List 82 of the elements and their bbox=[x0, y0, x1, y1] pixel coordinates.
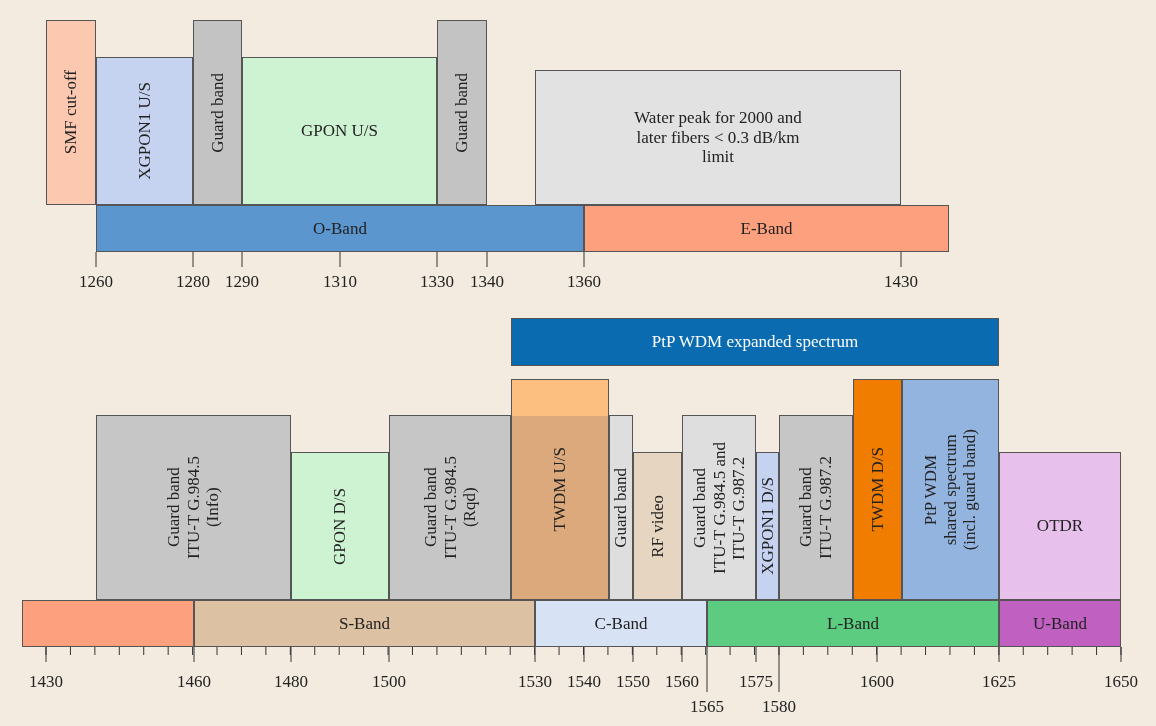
block-label: OTDR bbox=[1036, 516, 1084, 536]
tick-label: 1500 bbox=[372, 672, 406, 692]
spectrum-block bbox=[96, 415, 291, 600]
tick-label: 1530 bbox=[518, 672, 552, 692]
tick-label: 1360 bbox=[567, 272, 601, 292]
block-label: Guard band bbox=[420, 466, 441, 550]
band-name: E-Band bbox=[740, 218, 793, 239]
block-label: ITU-T G.984.5 bbox=[440, 455, 460, 560]
spectrum-block bbox=[902, 379, 999, 600]
spectrum-block bbox=[609, 415, 633, 600]
tick-label: 1540 bbox=[567, 672, 601, 692]
spectrum-block bbox=[389, 415, 511, 600]
band-bar bbox=[511, 318, 999, 366]
block-label: (incl. guard band) bbox=[960, 428, 980, 551]
block-label: TWDM D/S bbox=[867, 447, 888, 532]
block-label: PtP WDM bbox=[921, 453, 941, 527]
band-name: PtP WDM expanded spectrum bbox=[651, 332, 859, 352]
block-label: Guard band bbox=[452, 72, 472, 153]
spectrum-block bbox=[633, 452, 682, 600]
block-label: shared spectrum bbox=[940, 433, 960, 547]
tick-label: 1550 bbox=[616, 672, 650, 692]
tick-label: 1560 bbox=[665, 672, 699, 692]
band-bar bbox=[535, 600, 707, 647]
band-bar bbox=[96, 205, 584, 252]
band-bar bbox=[707, 600, 999, 647]
block-label: TWDM U/S bbox=[550, 447, 570, 532]
band-name: C-Band bbox=[594, 613, 648, 634]
spectrum-block bbox=[242, 57, 437, 205]
tick-label: 1650 bbox=[1104, 672, 1138, 692]
spectrum-block bbox=[291, 452, 389, 600]
tick-label: 1580 bbox=[762, 697, 796, 717]
block-label: ITU-T G.987.2 bbox=[816, 455, 836, 560]
band-name: L-Band bbox=[827, 613, 879, 634]
spectrum-block bbox=[46, 20, 96, 205]
block-label: RF video bbox=[647, 494, 668, 558]
tick-label: 1575 bbox=[739, 672, 773, 692]
spectrum-block bbox=[437, 20, 487, 205]
block-label: Guard band bbox=[796, 466, 816, 550]
tick-label: 1340 bbox=[470, 272, 504, 292]
block-label: (Rqd) bbox=[459, 486, 480, 530]
block-label: ITU-T G.984.5 and bbox=[709, 441, 729, 574]
tick-label: 1310 bbox=[323, 272, 357, 292]
spectrum-block bbox=[511, 379, 609, 600]
block-label: GPON U/S bbox=[301, 121, 378, 141]
block-label: XGPON1 U/S bbox=[134, 82, 155, 180]
block-label: Guard band bbox=[207, 72, 228, 153]
block-label: (Info) bbox=[203, 486, 223, 530]
spectrum-block bbox=[756, 452, 779, 600]
band-bar bbox=[999, 600, 1121, 647]
band-name: S-Band bbox=[339, 613, 390, 634]
tick-label: 1260 bbox=[79, 272, 113, 292]
tick-label: 1460 bbox=[177, 672, 211, 692]
spectrum-block bbox=[999, 452, 1121, 600]
tick-label: 1430 bbox=[29, 672, 63, 692]
band-name: O-Band bbox=[313, 218, 367, 239]
block-label: Guard band bbox=[611, 467, 631, 548]
spectrum-block bbox=[535, 70, 901, 205]
tick-label: 1290 bbox=[225, 272, 259, 292]
block-label: Water peak for 2000 and later fibers < 0.3 dB/km limit bbox=[633, 108, 803, 167]
tick-label: 1625 bbox=[982, 672, 1016, 692]
spectrum-block bbox=[682, 415, 756, 600]
band-bar bbox=[194, 600, 535, 647]
block-label: ITU-T G.984.5 bbox=[183, 455, 204, 560]
block-label: ITU-T G.987.2 bbox=[728, 454, 749, 562]
tick-label: 1480 bbox=[274, 672, 308, 692]
spectrum-block bbox=[779, 415, 853, 600]
block-label: XGPON1 D/S bbox=[757, 477, 778, 575]
band-bar bbox=[22, 600, 194, 647]
block-label: SMF cut-off bbox=[61, 70, 81, 155]
tick-label: 1600 bbox=[860, 672, 894, 692]
band-bar bbox=[584, 205, 949, 252]
block-label: GPON D/S bbox=[330, 487, 350, 565]
spectrum-block bbox=[96, 57, 193, 205]
spectrum-block bbox=[853, 379, 902, 600]
spectrum-block bbox=[193, 20, 242, 205]
block-label: Guard band bbox=[689, 466, 710, 550]
tick-label: 1280 bbox=[176, 272, 210, 292]
tick-label: 1565 bbox=[690, 697, 724, 717]
tick-label: 1430 bbox=[884, 272, 918, 292]
band-name: U-Band bbox=[1033, 613, 1087, 634]
block-label: Guard band bbox=[164, 466, 184, 550]
tick-label: 1330 bbox=[420, 272, 454, 292]
